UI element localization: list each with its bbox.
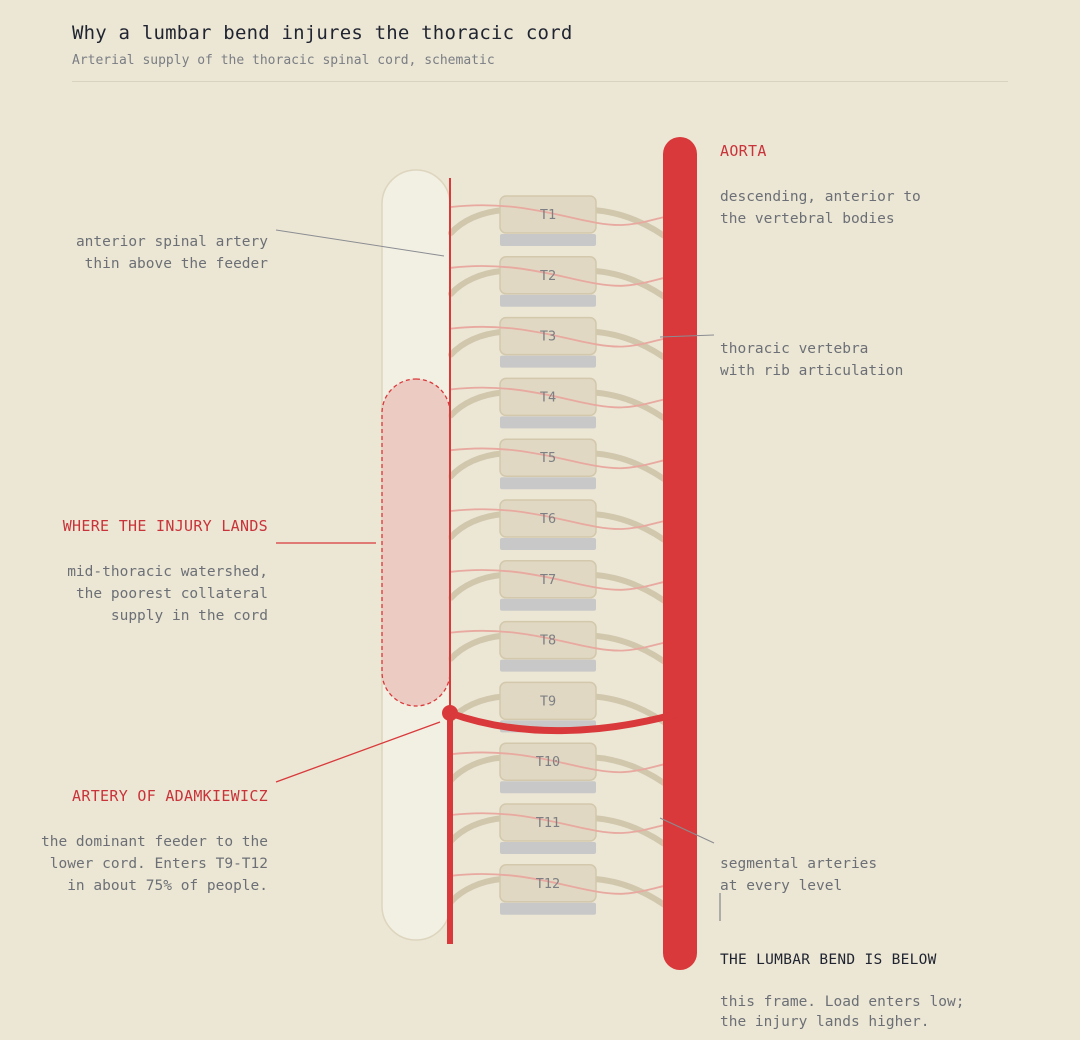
vertebra-label-t1: T1 bbox=[540, 207, 556, 223]
segmental-artery bbox=[450, 751, 681, 774]
rib-right bbox=[589, 632, 677, 672]
intervertebral-disc bbox=[500, 477, 596, 490]
segmental-artery bbox=[450, 204, 681, 226]
injury-heading: WHERE THE INJURY LANDS bbox=[62, 517, 268, 535]
adamkiewicz-note: ARTERY OF ADAMKIEWICZ the dominant feede… bbox=[41, 763, 268, 897]
vertebral-body bbox=[499, 316, 597, 356]
vertebra-label-t6: T6 bbox=[540, 511, 556, 527]
segmental-artery bbox=[450, 447, 681, 470]
segmental-artery bbox=[450, 569, 681, 591]
injury-body: mid-thoracic watershed, the poorest coll… bbox=[67, 564, 268, 624]
rib-right bbox=[589, 207, 677, 246]
segmental-body: segmental arteries at every level bbox=[720, 856, 878, 894]
rib-right bbox=[589, 754, 677, 794]
segmental-artery bbox=[450, 386, 681, 409]
rib-right bbox=[589, 875, 677, 915]
vertebral-body bbox=[499, 864, 597, 903]
vertebral-body bbox=[499, 620, 597, 660]
artery-of-adamkiewicz bbox=[446, 709, 684, 735]
rib-left bbox=[448, 511, 507, 540]
vertebra-label-t10: T10 bbox=[536, 754, 560, 770]
anterior-spinal-note: anterior spinal artery thin above the fe… bbox=[76, 209, 268, 275]
intervertebral-disc bbox=[500, 538, 596, 550]
page-title: Why a lumbar bend injures the thoracic c… bbox=[72, 22, 573, 44]
segmental-artery bbox=[450, 873, 681, 895]
vertebral-body bbox=[499, 560, 597, 599]
vertebra-label-t2: T2 bbox=[540, 268, 556, 284]
rib-right bbox=[589, 511, 677, 550]
rib-left bbox=[448, 450, 507, 480]
intervertebral-disc bbox=[500, 355, 596, 368]
aorta bbox=[663, 137, 697, 970]
vertebral-body bbox=[499, 377, 597, 417]
vertebra-label-t9: T9 bbox=[540, 693, 556, 709]
rib-right bbox=[589, 815, 677, 854]
rib-left bbox=[448, 632, 507, 662]
adamkiewicz-body: the dominant feeder to the lower cord. E… bbox=[41, 834, 268, 894]
vertebra-label-t12: T12 bbox=[536, 876, 560, 892]
injury-note: WHERE THE INJURY LANDS mid-thoracic wate… bbox=[63, 493, 268, 627]
segmental-note: segmental arteries at every level bbox=[720, 831, 877, 897]
lumbar-body: this frame. Load enters low; the injury … bbox=[720, 994, 965, 1030]
rib-left bbox=[448, 267, 507, 297]
vertebra-label-t4: T4 bbox=[540, 389, 556, 405]
segmental-artery bbox=[450, 325, 681, 348]
aorta-note: AORTA descending, anterior to the verteb… bbox=[720, 118, 921, 230]
header-divider bbox=[72, 81, 1008, 82]
vertebra-note: thoracic vertebra with rib articulation bbox=[720, 316, 903, 382]
vertebra-body: thoracic vertebra with rib articulation bbox=[720, 341, 904, 379]
rib-right bbox=[589, 450, 677, 490]
segmental-artery bbox=[450, 508, 681, 530]
intervertebral-disc bbox=[500, 781, 596, 794]
vertebra-label-t3: T3 bbox=[540, 329, 556, 345]
vertebral-body bbox=[499, 742, 597, 781]
vertebral-body bbox=[499, 681, 597, 721]
adamkiewicz-heading: ARTERY OF ADAMKIEWICZ bbox=[72, 787, 268, 805]
leader-segmental bbox=[659, 817, 715, 844]
vertebra-label-t11: T11 bbox=[536, 815, 560, 831]
intervertebral-disc bbox=[500, 598, 596, 611]
rib-left bbox=[448, 207, 507, 236]
intervertebral-disc bbox=[500, 294, 596, 307]
intervertebral-disc bbox=[500, 659, 596, 672]
vertebral-body bbox=[499, 499, 597, 538]
adamkiewicz-junction bbox=[442, 705, 458, 721]
intervertebral-disc bbox=[500, 842, 596, 854]
vertebral-body bbox=[499, 195, 597, 234]
vertebral-body bbox=[499, 803, 597, 842]
lumbar-heading: THE LUMBAR BEND IS BELOW bbox=[720, 952, 937, 968]
intervertebral-disc bbox=[500, 902, 596, 915]
segmental-artery bbox=[450, 812, 681, 834]
injury-zone bbox=[381, 378, 451, 707]
rib-left bbox=[448, 754, 507, 784]
rib-right bbox=[589, 571, 677, 611]
vertebra-label-t5: T5 bbox=[540, 450, 556, 466]
aorta-body: descending, anterior to the vertebral bo… bbox=[720, 189, 921, 227]
rib-left bbox=[448, 389, 507, 419]
vertebral-body bbox=[499, 256, 597, 295]
leader-vertebra bbox=[659, 334, 715, 338]
rib-left bbox=[448, 571, 507, 601]
segmental-artery bbox=[450, 265, 681, 287]
rib-left bbox=[448, 815, 507, 844]
anterior-spinal-body: anterior spinal artery thin above the fe… bbox=[75, 234, 268, 272]
vertebra-label-t8: T8 bbox=[540, 633, 556, 649]
rib-right bbox=[589, 267, 677, 307]
intervertebral-disc bbox=[500, 416, 596, 429]
lumbar-note: THE LUMBAR BEND IS BELOW this frame. Loa… bbox=[720, 930, 964, 1032]
page-subtitle: Arterial supply of the thoracic spinal c… bbox=[72, 53, 495, 68]
vertebra-label-t7: T7 bbox=[540, 572, 556, 588]
rib-left bbox=[448, 875, 507, 905]
segmental-artery bbox=[450, 629, 681, 652]
rib-left bbox=[448, 328, 507, 358]
leader-adamkiewicz bbox=[275, 721, 441, 783]
leader-anterior-spinal bbox=[275, 229, 445, 257]
rib-right bbox=[589, 389, 677, 429]
vertebral-body bbox=[499, 438, 597, 477]
aorta-heading: AORTA bbox=[720, 142, 767, 160]
intervertebral-disc bbox=[500, 234, 596, 246]
